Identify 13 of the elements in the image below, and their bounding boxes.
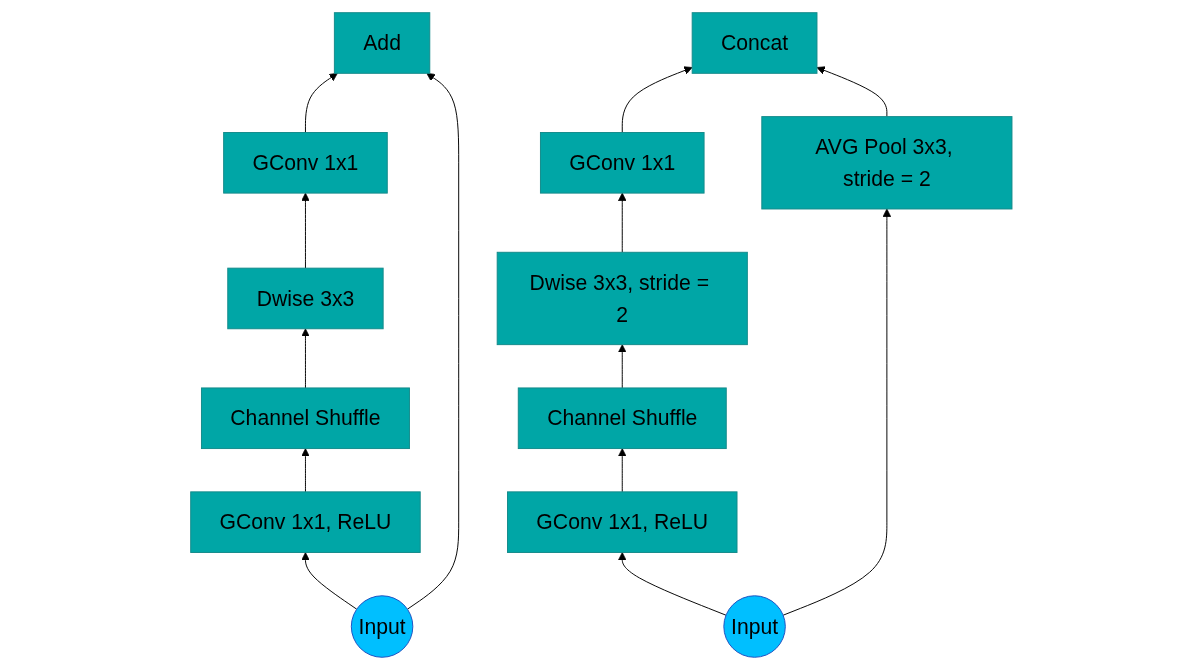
node-box: Add	[333, 12, 430, 74]
node-box: GConv 1x1, ReLU	[189, 491, 421, 553]
node-box: Concat	[691, 12, 818, 74]
node-circle: Input	[723, 595, 786, 658]
node-box: Channel Shuffle	[200, 387, 410, 450]
node-box: GConv 1x1, ReLU	[506, 491, 738, 553]
node-box: GConv 1x1	[539, 132, 705, 194]
node-box: Dwise 3x3	[226, 267, 384, 330]
node-box: Channel Shuffle	[517, 387, 727, 450]
node-box: GConv 1x1	[222, 132, 388, 194]
node-circle: Input	[350, 595, 413, 658]
node-box: Dwise 3x3, stride = 2	[496, 251, 748, 346]
node-box: AVG Pool 3x3, stride = 2	[761, 116, 1013, 210]
